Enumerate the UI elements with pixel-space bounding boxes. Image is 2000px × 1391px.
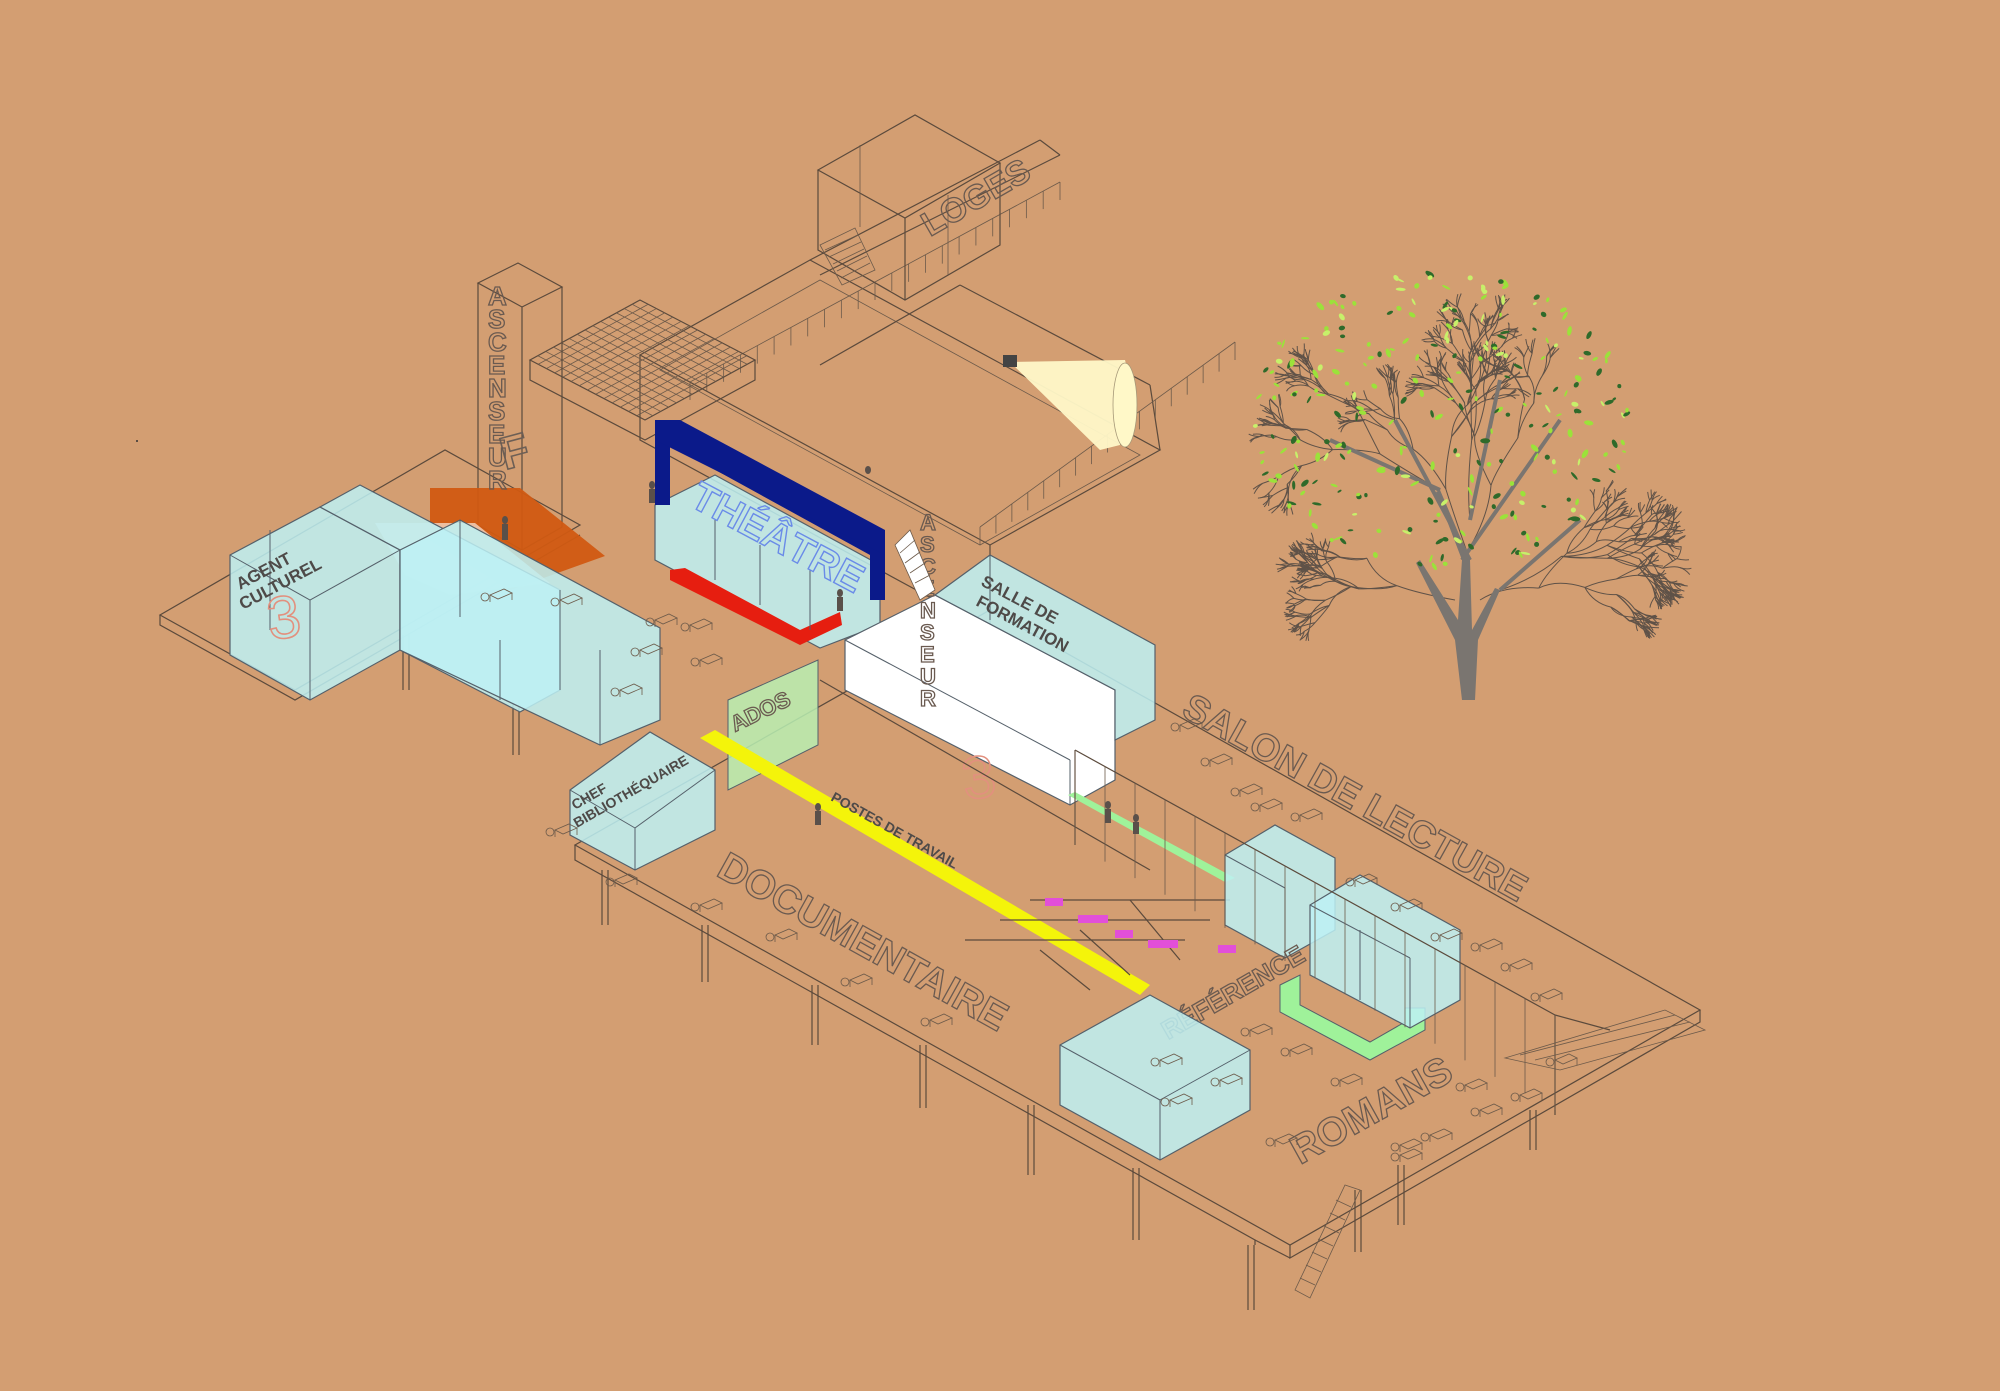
- loges-box: [816, 114, 1002, 301]
- agent-culturel-room: [229, 484, 661, 746]
- landing-staircase-icon: [1503, 1009, 1707, 1071]
- reference-rooms: [1224, 824, 1461, 1029]
- desk-chair-icon: [1150, 1053, 1183, 1067]
- desk-chair-icon: [1290, 808, 1323, 822]
- desk-chair-icon: [1265, 1133, 1298, 1147]
- desk-chair-icon: [1240, 1023, 1273, 1037]
- desk-chair-icon: [1160, 1093, 1193, 1107]
- tree-icon: [1248, 270, 1692, 700]
- person-figure-icons: [502, 466, 1139, 834]
- desk-chair-icon: [645, 613, 678, 627]
- desk-chair-icon: [1230, 783, 1263, 797]
- desk-chair-icon: [545, 823, 578, 837]
- desk-chair-icon: [765, 928, 798, 942]
- desk-chair-icons: [480, 588, 1578, 1162]
- spotlight-icon: [1003, 355, 1138, 450]
- desk-chair-icon: [1545, 1053, 1578, 1067]
- desk-chair-icon: [1250, 798, 1283, 812]
- desk-chair-icon: [1455, 1078, 1488, 1092]
- theatre-block: [654, 420, 885, 649]
- staircase-icon: [819, 227, 876, 286]
- ceiling-grid-cage: [528, 299, 757, 441]
- desk-chair-icon: [480, 588, 513, 602]
- desk-chair-icon: [920, 1013, 953, 1027]
- desk-chair-icon: [690, 898, 723, 912]
- desk-chair-icon: [630, 643, 663, 657]
- desk-chair-icon: [1210, 1073, 1243, 1087]
- desk-chair-icon: [605, 873, 638, 887]
- desk-chair-icon: [1430, 928, 1463, 942]
- support-columns: [601, 870, 1537, 1310]
- desk-chair-icon: [840, 973, 873, 987]
- stage-red-edge: [670, 568, 842, 645]
- magenta-furniture: [1045, 898, 1236, 953]
- desk-chair-icon: [1510, 1088, 1543, 1102]
- salle-formation-room: [844, 554, 1156, 806]
- desk-chair-icon: [550, 593, 583, 607]
- desk-chair-icon: [680, 618, 713, 632]
- desk-chair-icon: [1390, 1138, 1423, 1152]
- desk-chair-icon: [610, 683, 643, 697]
- desk-chair-icon: [1200, 753, 1233, 767]
- desk-chair-icon: [1170, 718, 1203, 732]
- desk-chair-icon: [1330, 1073, 1363, 1087]
- desk-chair-icon: [1390, 898, 1423, 912]
- reading-room-lower: [1059, 994, 1251, 1161]
- desk-chair-icon: [1500, 958, 1533, 972]
- chef-bibliothequaire-room: [569, 731, 716, 871]
- desk-chair-icon: [1280, 1043, 1313, 1057]
- postes-de-travail-strip: [700, 730, 1150, 995]
- theatre-balcony-structure: [638, 139, 1162, 632]
- desk-chair-icon: [1530, 988, 1563, 1002]
- desk-chair-icon: [1470, 938, 1503, 952]
- desk-chair-icon: [1390, 1148, 1423, 1162]
- desk-chair-icon: [1420, 1128, 1453, 1142]
- desk-chair-icon: [1470, 1103, 1503, 1117]
- exterior-staircase-icon: [1294, 1184, 1361, 1299]
- desk-chair-icon: [1345, 873, 1378, 887]
- desk-chair-icon: [690, 653, 723, 667]
- staircase-right-icon: [894, 529, 936, 601]
